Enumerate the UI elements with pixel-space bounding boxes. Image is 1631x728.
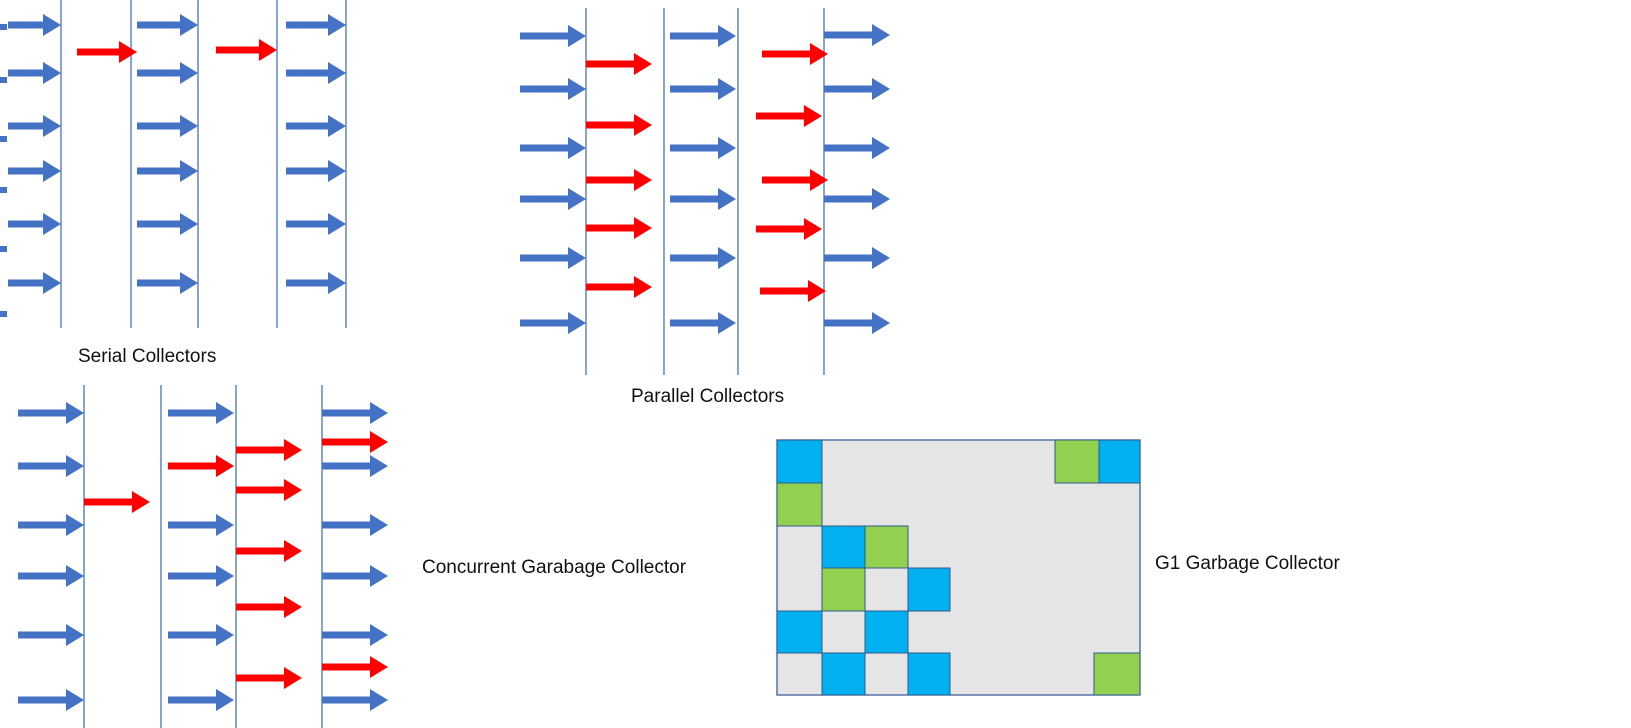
gc-thread-arrow-icon [586,114,652,136]
cropped-arrow-stub [0,24,7,30]
gc-thread-arrow-icon [84,491,150,513]
g1-region-green [1093,652,1141,696]
g1-region-blue [907,567,951,612]
app-thread-arrow-icon [670,78,736,100]
app-thread-arrow-icon [824,188,890,210]
g1-region-blue [1098,439,1141,484]
app-thread-arrow-icon [137,14,198,36]
gc-thread-arrow-icon [236,479,302,501]
app-thread-arrow-icon [670,247,736,269]
app-thread-arrow-icon [168,624,234,646]
g1-region-green [864,525,909,569]
app-thread-arrow-icon [168,514,234,536]
app-thread-arrow-icon [18,689,84,711]
app-thread-arrow-icon [286,14,346,36]
app-thread-arrow-icon [168,565,234,587]
gc-thread-arrow-icon [236,439,302,461]
gc-thread-arrow-icon [216,39,277,61]
app-thread-arrow-icon [18,514,84,536]
app-thread-arrow-icon [322,402,388,424]
gc-thread-arrow-icon [586,217,652,239]
app-thread-arrow-icon [18,565,84,587]
app-thread-arrow-icon [286,160,346,182]
g1-region-blue [776,610,823,654]
app-thread-arrow-icon [322,565,388,587]
app-thread-arrow-icon [137,115,198,137]
app-thread-arrow-icon [520,25,586,47]
app-thread-arrow-icon [520,78,586,100]
g1-region-blue [821,525,866,569]
app-thread-arrow-icon [670,137,736,159]
g1-region-blue [776,439,823,484]
app-thread-arrow-icon [137,213,198,235]
app-thread-arrow-icon [520,312,586,334]
cropped-arrow-stub [0,187,7,193]
cropped-arrow-stub [0,77,7,83]
app-thread-arrow-icon [824,78,890,100]
gc-thread-arrow-icon [322,431,388,453]
app-thread-arrow-icon [8,160,61,182]
gc-thread-arrow-icon [77,41,137,63]
cropped-arrow-stub [0,246,7,252]
app-thread-arrow-icon [520,137,586,159]
app-thread-arrow-icon [168,402,234,424]
app-thread-arrow-icon [137,160,198,182]
app-thread-arrow-icon [18,624,84,646]
app-thread-arrow-icon [322,455,388,477]
app-thread-arrow-icon [8,115,61,137]
app-thread-arrow-icon [8,272,61,294]
app-thread-arrow-icon [322,514,388,536]
gc-thread-arrow-icon [762,43,828,65]
gc-thread-arrow-icon [586,276,652,298]
gc-thread-arrow-icon [756,218,822,240]
gc-thread-arrow-icon [762,169,828,191]
g1-region-blue [864,610,909,654]
app-thread-arrow-icon [824,24,890,46]
g1-region-blue [907,652,951,696]
app-thread-arrow-icon [8,14,61,36]
app-thread-arrow-icon [168,689,234,711]
gc-thread-arrow-icon [760,280,826,302]
app-thread-arrow-icon [18,402,84,424]
app-thread-arrow-icon [137,272,198,294]
app-thread-arrow-icon [824,312,890,334]
parallel-collectors-label: Parallel Collectors [631,386,785,407]
app-thread-arrow-icon [670,25,736,47]
app-thread-arrow-icon [520,247,586,269]
app-thread-arrow-icon [286,62,346,84]
app-thread-arrow-icon [286,272,346,294]
app-thread-arrow-icon [520,188,586,210]
app-thread-arrow-icon [322,624,388,646]
app-thread-arrow-icon [670,188,736,210]
gc-thread-arrow-icon [236,540,302,562]
gc-thread-arrow-icon [586,169,652,191]
serial-collectors-label: Serial Collectors [78,346,217,367]
app-thread-arrow-icon [824,137,890,159]
cropped-arrow-stub [0,311,7,317]
g1-collector-label: G1 Garbage Collector [1155,553,1340,574]
gc-thread-arrow-icon [236,596,302,618]
g1-region-green [1054,439,1100,484]
app-thread-arrow-icon [670,312,736,334]
g1-region-green [821,567,866,612]
app-thread-arrow-icon [8,213,61,235]
app-thread-arrow-icon [322,689,388,711]
gc-thread-arrow-icon [756,105,822,127]
gc-thread-arrow-icon [586,53,652,75]
g1-region-blue [821,652,866,696]
app-thread-arrow-icon [8,62,61,84]
concurrent-collector-label: Concurrent Garabage Collector [422,557,687,578]
cropped-arrow-stub [0,136,7,142]
app-thread-arrow-icon [18,455,84,477]
app-thread-arrow-icon [824,247,890,269]
app-thread-arrow-icon [286,213,346,235]
app-thread-arrow-icon [137,62,198,84]
app-thread-arrow-icon [286,115,346,137]
gc-thread-arrow-icon [236,667,302,689]
gc-thread-arrow-icon [322,656,388,678]
g1-region-green [776,482,823,527]
gc-thread-arrow-icon [168,455,234,477]
